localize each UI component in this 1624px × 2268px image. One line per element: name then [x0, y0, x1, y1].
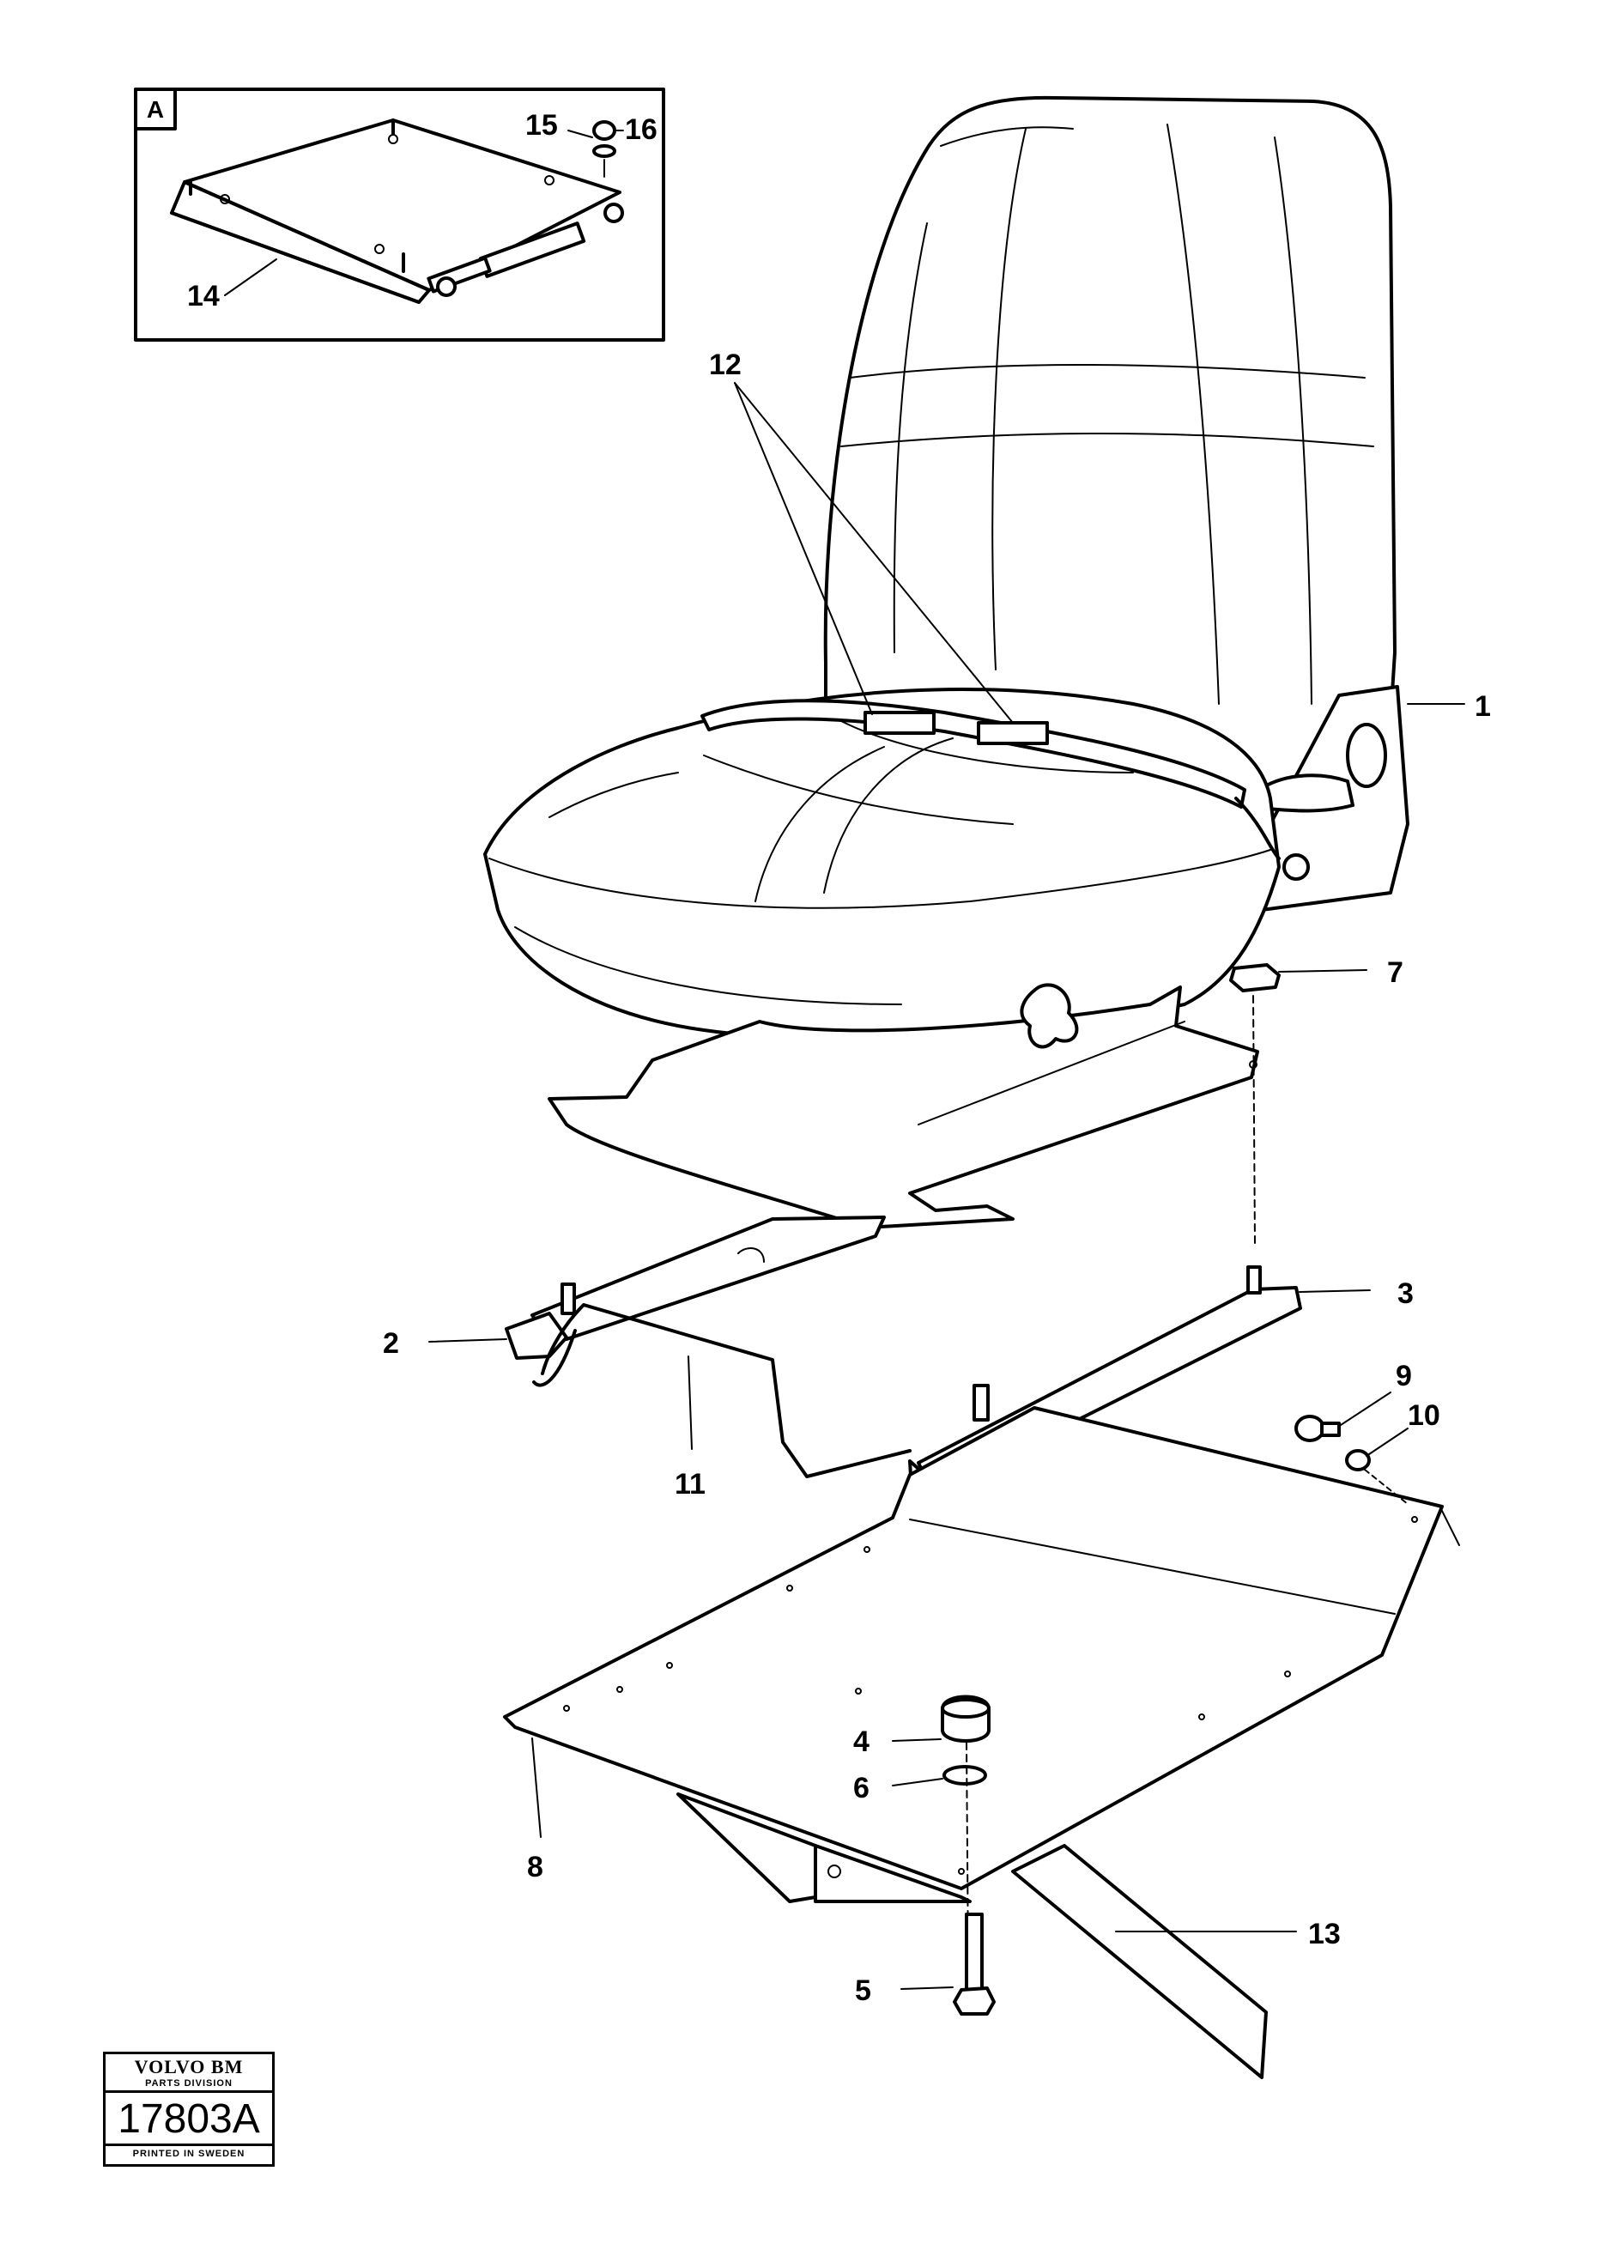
callout-8: 8 [527, 1851, 543, 1883]
callout-11: 11 [675, 1468, 706, 1501]
callout-12: 12 [709, 349, 742, 381]
parts-division-stamp: VOLVO BM PARTS DIVISION 17803A PRINTED I… [103, 2052, 275, 2167]
callout-15: 15 [525, 109, 558, 142]
seat-belt [700, 699, 1281, 860]
nut-7 [1229, 963, 1281, 992]
callout-1: 1 [1475, 690, 1491, 723]
printed-label: PRINTED IN SWEDEN [106, 2144, 272, 2164]
illustration-code: 17803A [118, 2096, 260, 2142]
inset-detail-a: A 15 16 14 [134, 88, 665, 342]
inset-tag: A [147, 96, 164, 123]
suspension-plate [170, 118, 624, 304]
rubber-buffer [941, 1695, 991, 1967]
slide-handle [532, 1247, 912, 1478]
callout-2: 2 [383, 1327, 399, 1360]
callout-14: 14 [187, 280, 220, 312]
seat-cushion [483, 688, 1281, 1040]
callout-10: 10 [1408, 1399, 1440, 1432]
brand-name: VOLVO BM [134, 2056, 244, 2077]
bolt-5 [953, 1913, 996, 2016]
callout-16: 16 [625, 113, 657, 146]
mounting-plate [503, 1406, 1460, 1890]
callout-3: 3 [1397, 1277, 1414, 1310]
inset-nut-and-washer [592, 120, 616, 178]
callout-9: 9 [1396, 1360, 1412, 1392]
plate-bracket [676, 1792, 1268, 2079]
callout-6: 6 [853, 1772, 870, 1804]
screw-and-washer [1294, 1415, 1409, 1505]
division-label: PARTS DIVISION [106, 2078, 272, 2093]
callout-5: 5 [855, 1974, 871, 2007]
callout-7: 7 [1387, 956, 1403, 989]
callout-13: 13 [1308, 1918, 1341, 1950]
seat-bracket [548, 983, 1259, 1229]
inset-tag-box [134, 88, 177, 130]
inset-frame [134, 88, 665, 342]
callout-4: 4 [853, 1725, 870, 1758]
